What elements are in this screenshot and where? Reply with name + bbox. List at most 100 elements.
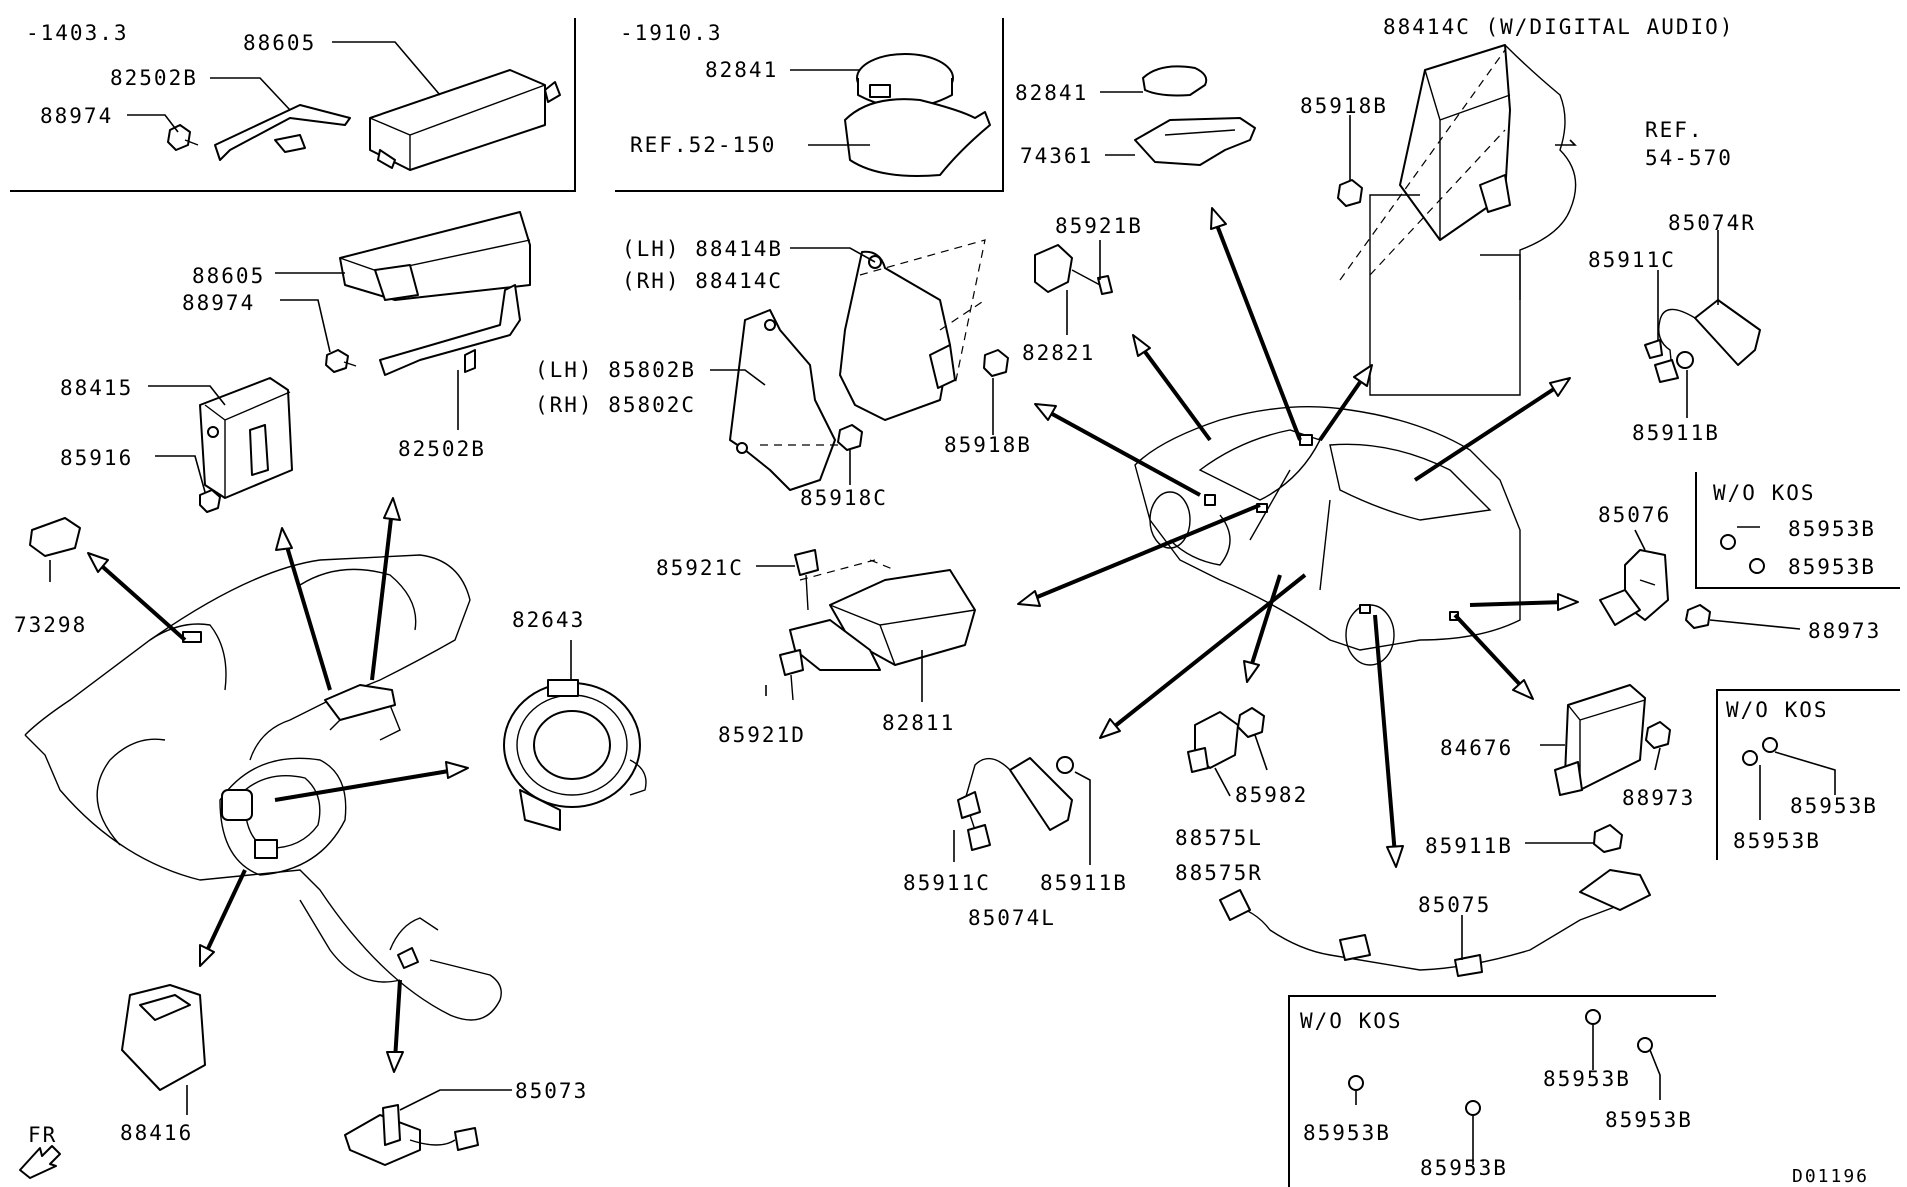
label-85074R: 85074R <box>1668 211 1756 235</box>
label-88416: 88416 <box>120 1121 193 1145</box>
label-wokos-b: W/O KOS <box>1726 698 1829 722</box>
module-88415 <box>199 377 293 499</box>
label-85911B-left: 85911B <box>1040 871 1128 895</box>
label-rh-88414C: (RH) 88414C <box>622 269 783 293</box>
label-88415: 88415 <box>60 376 133 400</box>
label-88605-top: 88605 <box>243 31 316 55</box>
label-88974-top: 88974 <box>40 104 113 128</box>
leader-lines <box>49 41 1836 1165</box>
label-82502B-top: 82502B <box>110 66 198 90</box>
dashboard-interior <box>24 554 502 1021</box>
sensor-85074L <box>957 756 1074 851</box>
label-85982: 85982 <box>1235 783 1308 807</box>
label-85953B-1: 85953B <box>1788 517 1876 541</box>
label-82841-top: 82841 <box>705 58 778 82</box>
label-88973-a: 88973 <box>1808 619 1881 643</box>
bolt-85921D <box>779 649 804 701</box>
screw-88973-a <box>1685 604 1711 629</box>
label-85911C-left: 85911C <box>903 871 991 895</box>
vehicle-outline <box>1134 405 1521 666</box>
sensor-82821 <box>1034 244 1113 295</box>
label-85911B-right: 85911B <box>1632 421 1720 445</box>
sensor-85074R <box>1644 299 1761 383</box>
screw-88973-b <box>1645 721 1671 749</box>
label-82502B-mid: 82502B <box>398 437 486 461</box>
clip-85911B-harness <box>1593 824 1623 853</box>
label-85921D: 85921D <box>718 723 806 747</box>
nut-85918C <box>837 424 863 451</box>
switch-88416 <box>121 984 206 1091</box>
screw-85916 <box>199 489 221 513</box>
nut-85918B-mid <box>983 349 1009 377</box>
label-82841-right: 82841 <box>1015 81 1088 105</box>
harness-85075 <box>1219 869 1651 977</box>
sensor-85076 <box>1599 549 1669 626</box>
label-ref-line1: REF. <box>1645 118 1704 142</box>
ecu-88605-top <box>369 69 561 171</box>
label-82811: 82811 <box>882 711 955 735</box>
label-85953B-2: 85953B <box>1788 555 1876 579</box>
label-date-1403: -1403.3 <box>26 21 129 45</box>
label-85076: 85076 <box>1598 503 1671 527</box>
label-85074L: 85074L <box>968 906 1056 930</box>
label-85953B-4: 85953B <box>1733 829 1821 853</box>
nut-85918B-top <box>1337 179 1363 207</box>
steering-pad-ref <box>844 98 991 177</box>
label-85953B-3: 85953B <box>1790 794 1878 818</box>
label-lh-85802B: (LH) 85802B <box>535 358 696 382</box>
bracket-85802B-85802C <box>729 309 860 491</box>
label-85921B: 85921B <box>1055 214 1143 238</box>
clockspring-82643 <box>503 679 647 831</box>
inset-frame-1403 <box>10 18 576 192</box>
label-88575R: 88575R <box>1175 861 1263 885</box>
screw-88974-mid <box>325 349 357 373</box>
label-diagram-code: D01196 <box>1792 1166 1869 1187</box>
label-ref-line2: 54-570 <box>1645 146 1733 170</box>
label-85918B-top: 85918B <box>1300 94 1388 118</box>
ref-54-570-panel <box>1369 44 1577 396</box>
label-88605-mid: 88605 <box>192 264 265 288</box>
nut-85982 <box>1237 707 1265 738</box>
label-85918B-mid: 85918B <box>944 433 1032 457</box>
fr-arrow-icon <box>19 1145 61 1179</box>
airbag-88414B-88414C <box>839 239 986 421</box>
label-85953B-8: 85953B <box>1420 1156 1508 1180</box>
amp-88414C-digital <box>1339 44 1511 281</box>
label-88575L: 88575L <box>1175 826 1263 850</box>
label-85073: 85073 <box>515 1079 588 1103</box>
label-84676: 84676 <box>1440 736 1513 760</box>
label-88973-b: 88973 <box>1622 786 1695 810</box>
inset-frame-wokos-a <box>1695 472 1900 589</box>
label-85918C: 85918C <box>800 486 888 510</box>
label-85916: 85916 <box>60 446 133 470</box>
label-82821: 82821 <box>1022 341 1095 365</box>
label-74361: 74361 <box>1020 144 1093 168</box>
clips-wokos-a <box>1720 534 1765 574</box>
ecu-88605-mid <box>339 211 531 301</box>
unit-84676 <box>1554 684 1646 796</box>
inset-frame-wokos-c <box>1288 995 1716 1187</box>
sensor-88575 <box>1187 711 1239 773</box>
bracket-74361 <box>1134 117 1256 166</box>
label-85921C: 85921C <box>656 556 744 580</box>
label-85953B-7: 85953B <box>1303 1121 1391 1145</box>
label-85911B-harness: 85911B <box>1425 834 1513 858</box>
inset-frame-1910 <box>615 18 1004 192</box>
clockspring-82841-right <box>1142 65 1208 97</box>
label-85953B-5: 85953B <box>1543 1067 1631 1091</box>
label-88414C-digital: 88414C (W/DIGITAL AUDIO) <box>1383 15 1734 39</box>
clips-wokos-c <box>1348 1009 1653 1116</box>
label-ref-52-150: REF.52-150 <box>630 133 776 157</box>
sensor-85073 <box>344 1104 479 1166</box>
label-73298: 73298 <box>14 613 87 637</box>
label-88974-mid: 88974 <box>182 291 255 315</box>
label-lh-88414B: (LH) 88414B <box>622 237 783 261</box>
label-85075: 85075 <box>1418 893 1491 917</box>
clips-wokos-b <box>1742 737 1778 766</box>
part-labels: -1403.3 88605 82502B 88974 -1910.3 82841… <box>14 15 1881 1187</box>
label-wokos-a: W/O KOS <box>1713 481 1816 505</box>
inset-frame-wokos-b <box>1716 689 1900 860</box>
bracket-82502B-mid <box>379 284 521 376</box>
